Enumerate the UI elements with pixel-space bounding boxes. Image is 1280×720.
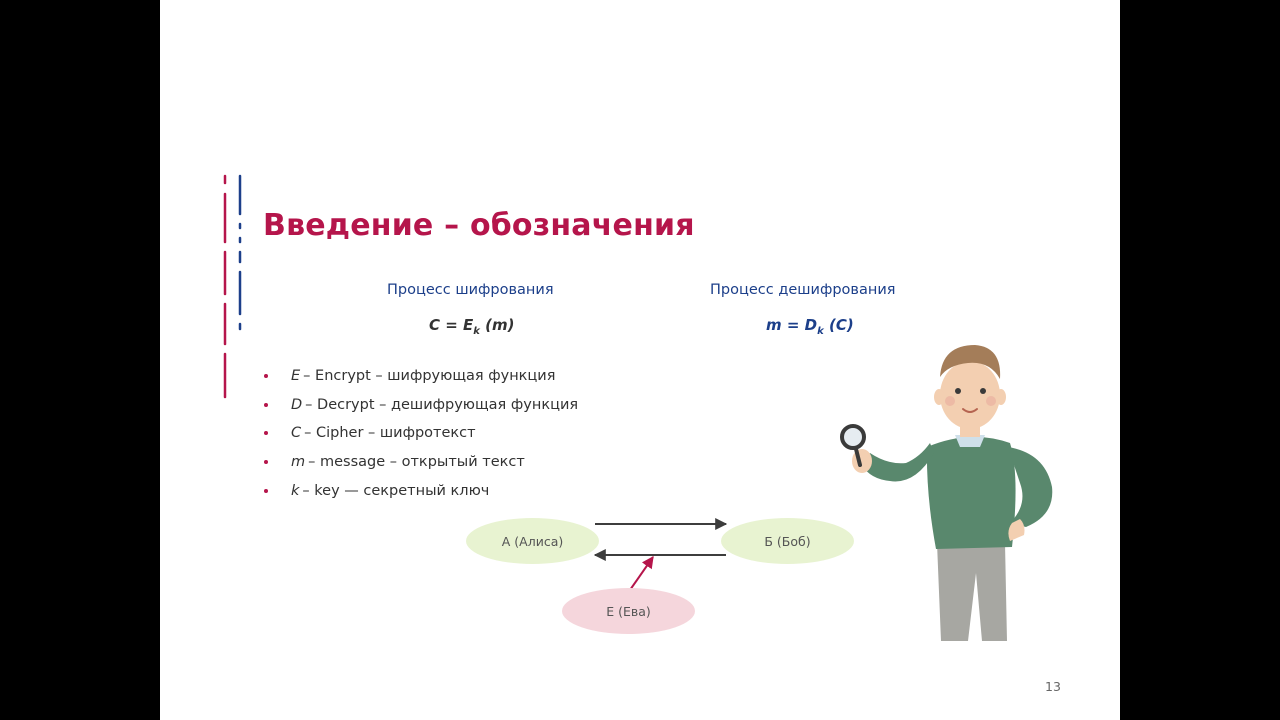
node-alice: А (Алиса) (466, 518, 599, 564)
notation-text: – Cipher – шифротекст (304, 425, 476, 442)
bullet-dot (264, 431, 268, 436)
notation-symbol: k (291, 482, 300, 499)
decryption-formula-lhs: m = D (766, 316, 818, 334)
notation-symbol: E (291, 368, 301, 385)
list-item: C – Cipher – шифротекст (264, 419, 578, 448)
arrow-eve-intercept (629, 556, 654, 591)
decryption-formula-rhs: (C) (823, 316, 854, 334)
encryption-formula-key: k (473, 326, 480, 337)
bullet-dot (264, 374, 268, 379)
notation-symbol: C (291, 425, 302, 442)
slide: Введение – обозначения Процесс шифровани… (160, 0, 1120, 720)
encryption-formula-lhs: C = E (429, 316, 474, 334)
page-number: 13 (1045, 679, 1061, 694)
notation-symbol: m (291, 454, 306, 471)
decryption-formula-key: k (817, 326, 824, 337)
list-item: m – message – открытый текст (264, 448, 578, 477)
list-item: D – Decrypt – дешифрующая функция (264, 391, 578, 420)
list-item: k – key — секретный ключ (264, 476, 578, 505)
notation-text: – key — секретный ключ (302, 482, 490, 499)
decryption-formula: m = Dk (C) (766, 316, 854, 337)
bullet-dot (264, 488, 268, 493)
list-item: E – Encrypt – шифрующая функция (264, 362, 578, 391)
notation-text: – message – открытый текст (308, 454, 525, 471)
bullet-dot (264, 402, 268, 407)
notation-text: – Encrypt – шифрующая функция (303, 368, 556, 385)
person-with-magnifier-illustration (840, 345, 1053, 641)
bullet-dot (264, 460, 268, 465)
diagram-arrows (593, 518, 728, 591)
slide-title: Введение – обозначения (263, 208, 695, 243)
decryption-process-label: Процесс дешифрования (710, 282, 896, 298)
encryption-formula: C = Ek (m) (429, 316, 515, 337)
node-bob: Б (Боб) (721, 518, 854, 564)
encryption-process-label: Процесс шифрования (387, 282, 554, 298)
node-eve: Е (Ева) (562, 588, 695, 634)
notation-list: E – Encrypt – шифрующая функция D – Decr… (264, 362, 578, 505)
notation-symbol: D (291, 396, 303, 413)
encryption-formula-rhs: (m) (479, 316, 515, 334)
notation-text: – Decrypt – дешифрующая функция (305, 396, 579, 413)
